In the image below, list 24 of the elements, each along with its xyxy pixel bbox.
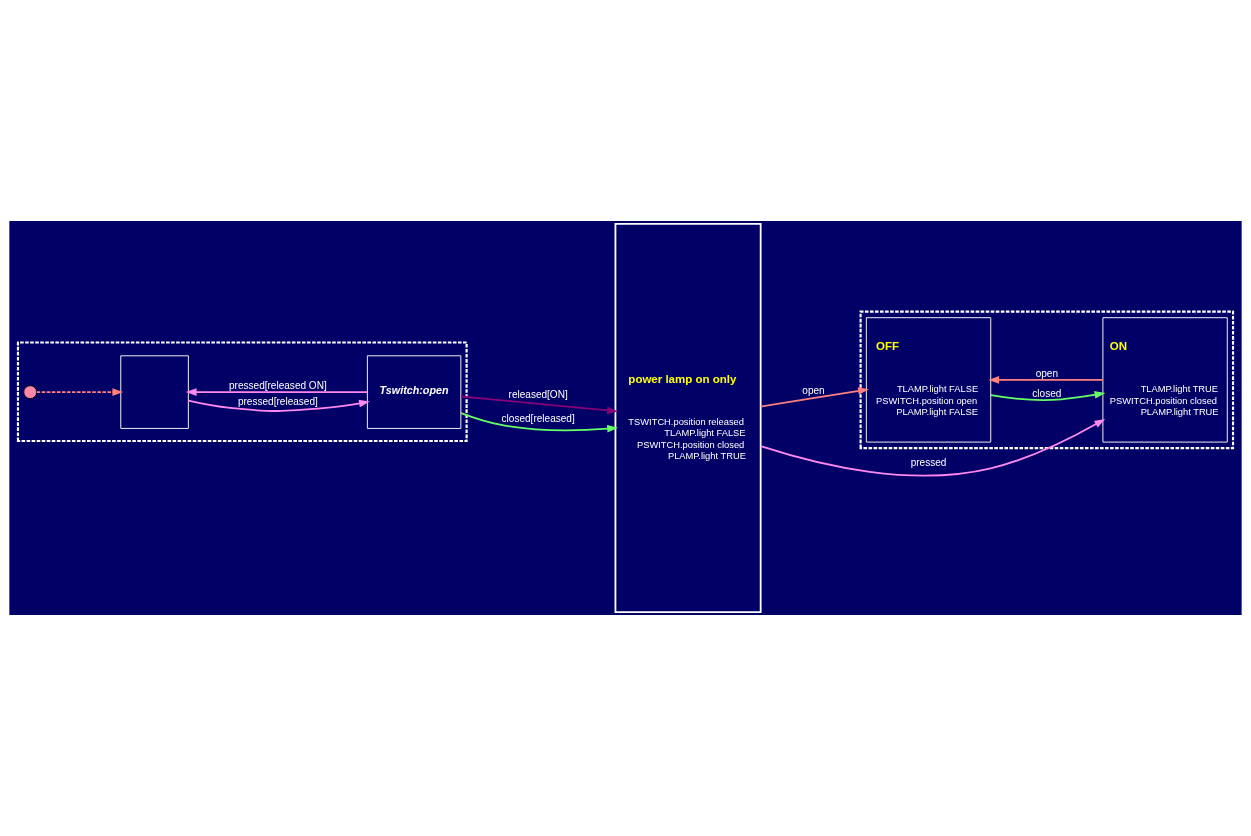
node-box [120, 355, 189, 429]
edge-label: open [802, 385, 825, 397]
node-circle [23, 385, 38, 400]
node-box: OFF TLAMP.light FALSE PSWITCH.position open PLAMP.light FALSE [865, 317, 992, 443]
edge-label: pressed[released ON] [229, 380, 327, 392]
edge-label: pressed[released] [237, 396, 318, 408]
cluster [16, 341, 468, 443]
arrow [460, 395, 618, 415]
arrow [187, 399, 370, 412]
edge-label: open [1035, 368, 1058, 380]
edge-label: closed [1032, 387, 1062, 399]
edge-label: released[ON] [508, 389, 568, 401]
arrow [185, 388, 369, 396]
edge-label: pressed [910, 456, 947, 468]
arrow [460, 412, 618, 433]
arrow [989, 391, 1106, 401]
arrow [759, 418, 1106, 477]
node-box: power lamp on only TSWITCH.position released TLAMP.light FALSE PSWITCH.position closed PLAMP.light TRUE [614, 223, 762, 613]
arrow [759, 387, 869, 408]
arrow [35, 388, 124, 396]
edge-label: closed[released] [501, 413, 575, 425]
node-box: ON TLAMP.light TRUE PSWITCH.position closed PLAMP.light TRUE [1102, 317, 1228, 443]
arrow [988, 376, 1104, 384]
node-box: Tswitch:open [366, 355, 462, 429]
